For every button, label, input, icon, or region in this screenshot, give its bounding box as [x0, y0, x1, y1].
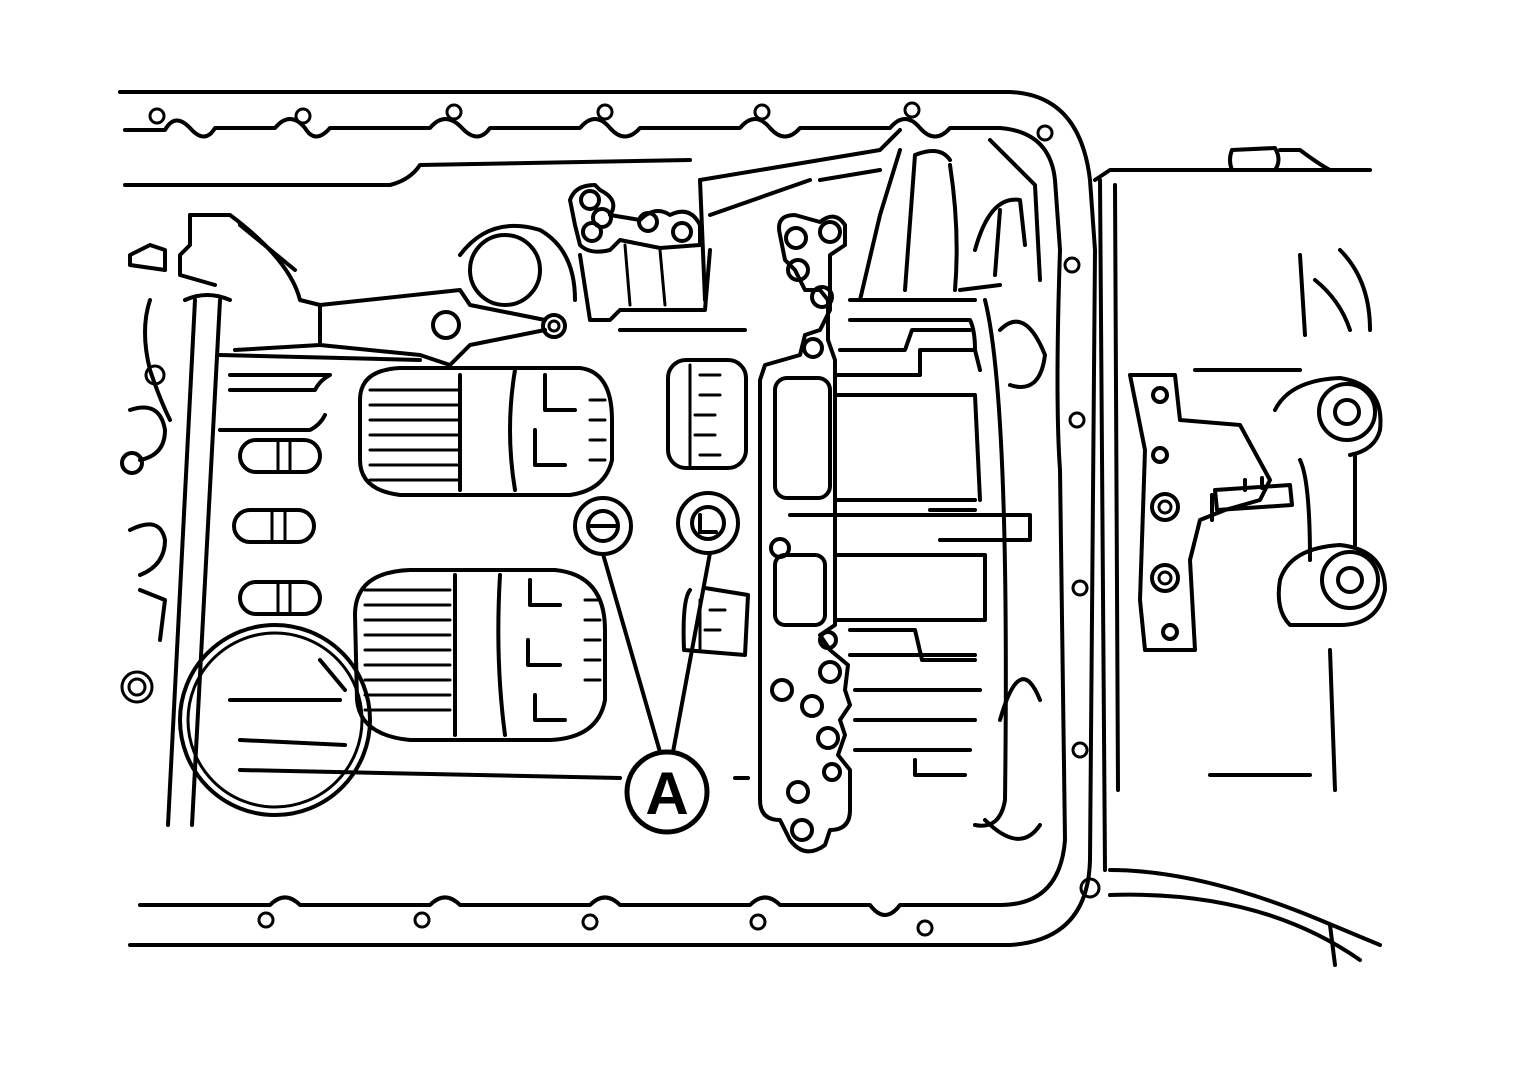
callout-leader-left — [601, 552, 662, 754]
oil-strainer-lower — [353, 568, 607, 742]
bolt-hole — [903, 101, 921, 119]
valve-body-gasket — [758, 213, 1032, 854]
bolt-hole — [445, 103, 463, 121]
callout-a: A — [601, 551, 750, 835]
right-drain-plug — [676, 491, 740, 555]
bolt-hole — [294, 107, 312, 125]
callout-label: A — [645, 760, 688, 827]
bolt-hole — [596, 103, 614, 121]
bolt-hole — [749, 913, 767, 931]
oil-strainer-upper — [358, 366, 614, 497]
bolt-hole — [1071, 741, 1089, 759]
callout-circle — [624, 749, 710, 835]
bolt-hole — [581, 913, 599, 931]
slotted-openings — [218, 353, 422, 616]
bolt-hole — [1036, 124, 1054, 142]
left-drain-plug — [573, 496, 633, 556]
callout-leader-right — [671, 551, 712, 754]
valve-body-channels — [708, 138, 1047, 841]
upper-center-parts — [458, 178, 747, 332]
bolt-hole — [1079, 877, 1101, 899]
bolt-hole — [413, 911, 431, 929]
bolt-hole — [120, 670, 154, 704]
small-filters — [666, 358, 750, 657]
transmission-case-right — [1093, 146, 1387, 967]
bolt-holes — [120, 101, 1101, 937]
bolt-hole — [148, 107, 166, 125]
bolt-hole — [1063, 256, 1081, 274]
bolt-hole — [257, 911, 275, 929]
pan-outline — [118, 90, 1097, 947]
bolt-hole — [753, 103, 771, 121]
bolt-hole — [1068, 411, 1086, 429]
bolt-hole — [916, 919, 934, 937]
manual-shaft-linkage — [120, 213, 567, 827]
bolt-hole — [1071, 579, 1089, 597]
